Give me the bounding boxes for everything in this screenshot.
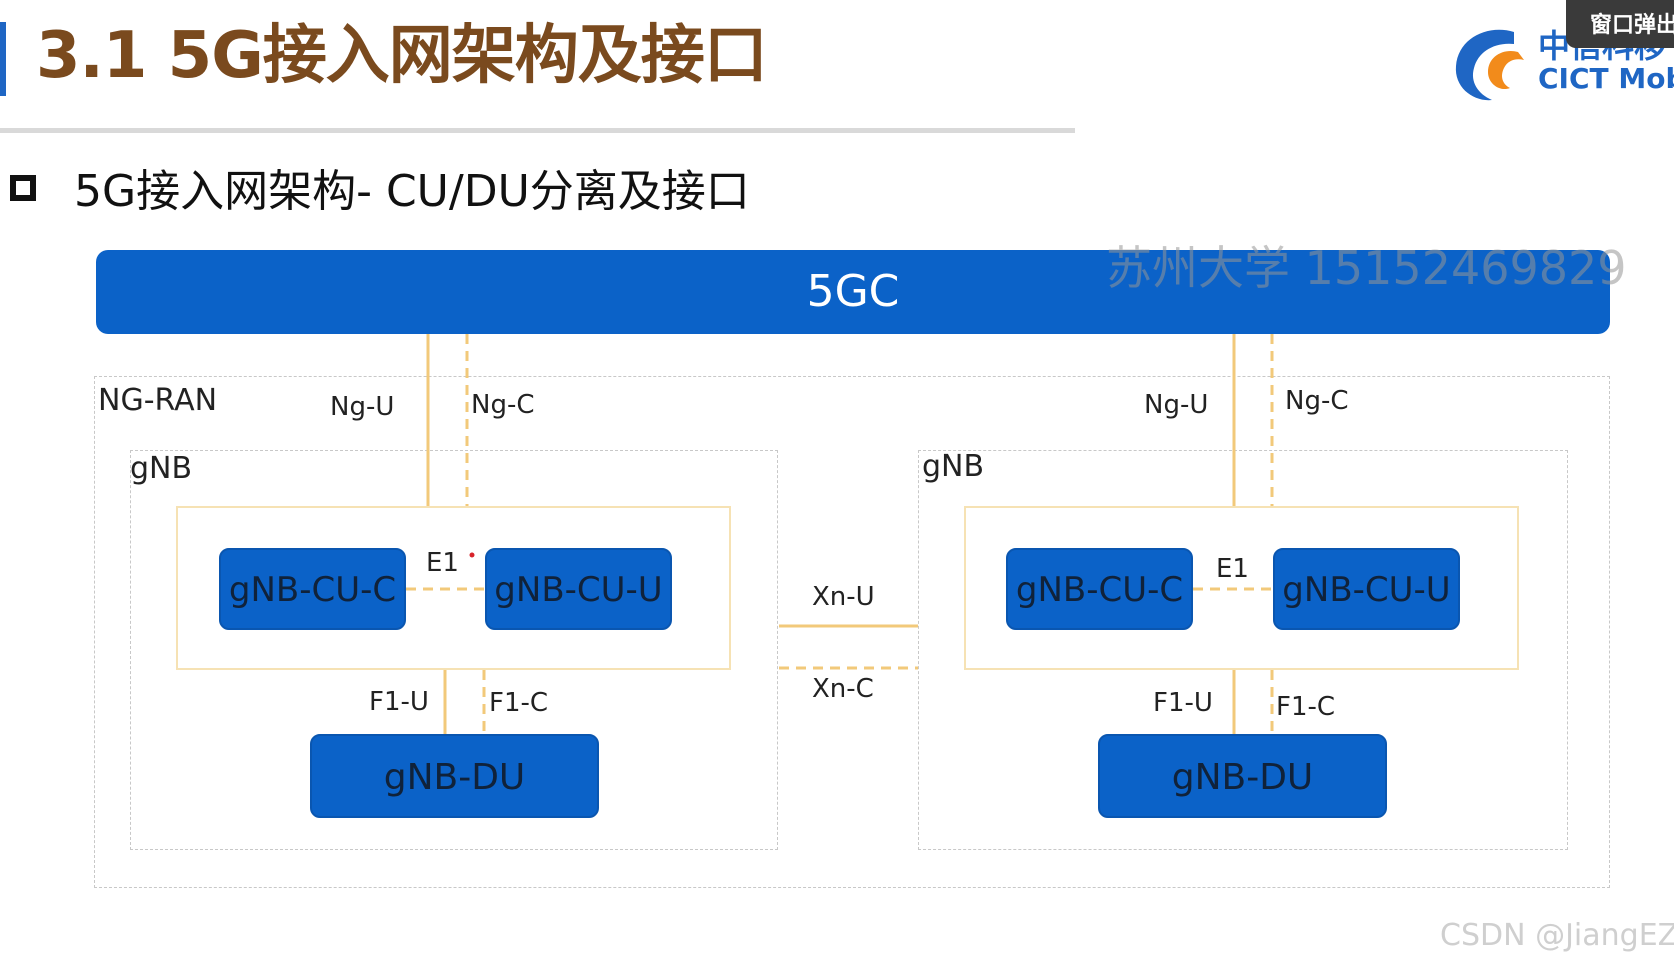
xn-c-label: Xn-C — [812, 674, 874, 704]
left-ng-u-label: Ng-U — [330, 392, 395, 422]
annotation-dot — [469, 552, 475, 558]
core-5gc-box: 5GC — [96, 250, 1610, 334]
popup-window-button[interactable]: 窗口弹出 — [1566, 0, 1674, 48]
right-gnb-cu-u: gNB-CU-U — [1273, 548, 1460, 630]
square-bullet-icon — [10, 175, 36, 201]
ng-ran-region — [94, 376, 1610, 888]
xn-u-label: Xn-U — [812, 582, 875, 612]
left-gnb-region — [130, 450, 778, 850]
left-cu-container — [176, 506, 731, 670]
phone-watermark: 苏州大学 15152469829 — [1106, 241, 1627, 295]
left-gnb-label: gNB — [130, 451, 193, 486]
right-gnb-cu-c: gNB-CU-C — [1006, 548, 1193, 630]
left-e1-label: E1 — [426, 548, 459, 578]
title-divider — [0, 128, 1075, 133]
left-gnb-du: gNB-DU — [310, 734, 599, 818]
ng-ran-label: NG-RAN — [98, 383, 218, 418]
right-e1-label: E1 — [1216, 554, 1249, 584]
left-gnb-cu-u: gNB-CU-U — [485, 548, 672, 630]
slide-subtitle: 5G接入网架构- CU/DU分离及接口 — [74, 166, 750, 217]
title-accent-bar — [0, 22, 6, 96]
right-cu-container — [964, 506, 1519, 670]
right-ng-c-label: Ng-C — [1285, 386, 1349, 416]
left-gnb-cu-c: gNB-CU-C — [219, 548, 406, 630]
right-ng-u-label: Ng-U — [1144, 390, 1209, 420]
right-gnb-du: gNB-DU — [1098, 734, 1387, 818]
company-logo-icon — [1455, 29, 1524, 101]
csdn-watermark: CSDN @JiangEZ — [1440, 918, 1674, 953]
right-gnb-region — [918, 450, 1568, 850]
left-f1-c-label: F1-C — [489, 688, 549, 718]
right-gnb-label: gNB — [922, 449, 985, 484]
logo-english-text: CICT Mob — [1538, 62, 1674, 95]
right-f1-u-label: F1-U — [1153, 688, 1213, 718]
right-f1-c-label: F1-C — [1276, 692, 1336, 722]
left-ng-c-label: Ng-C — [471, 390, 535, 420]
slide-title: 3.1 5G接入网架构及接口 — [36, 19, 768, 93]
left-f1-u-label: F1-U — [369, 687, 429, 717]
